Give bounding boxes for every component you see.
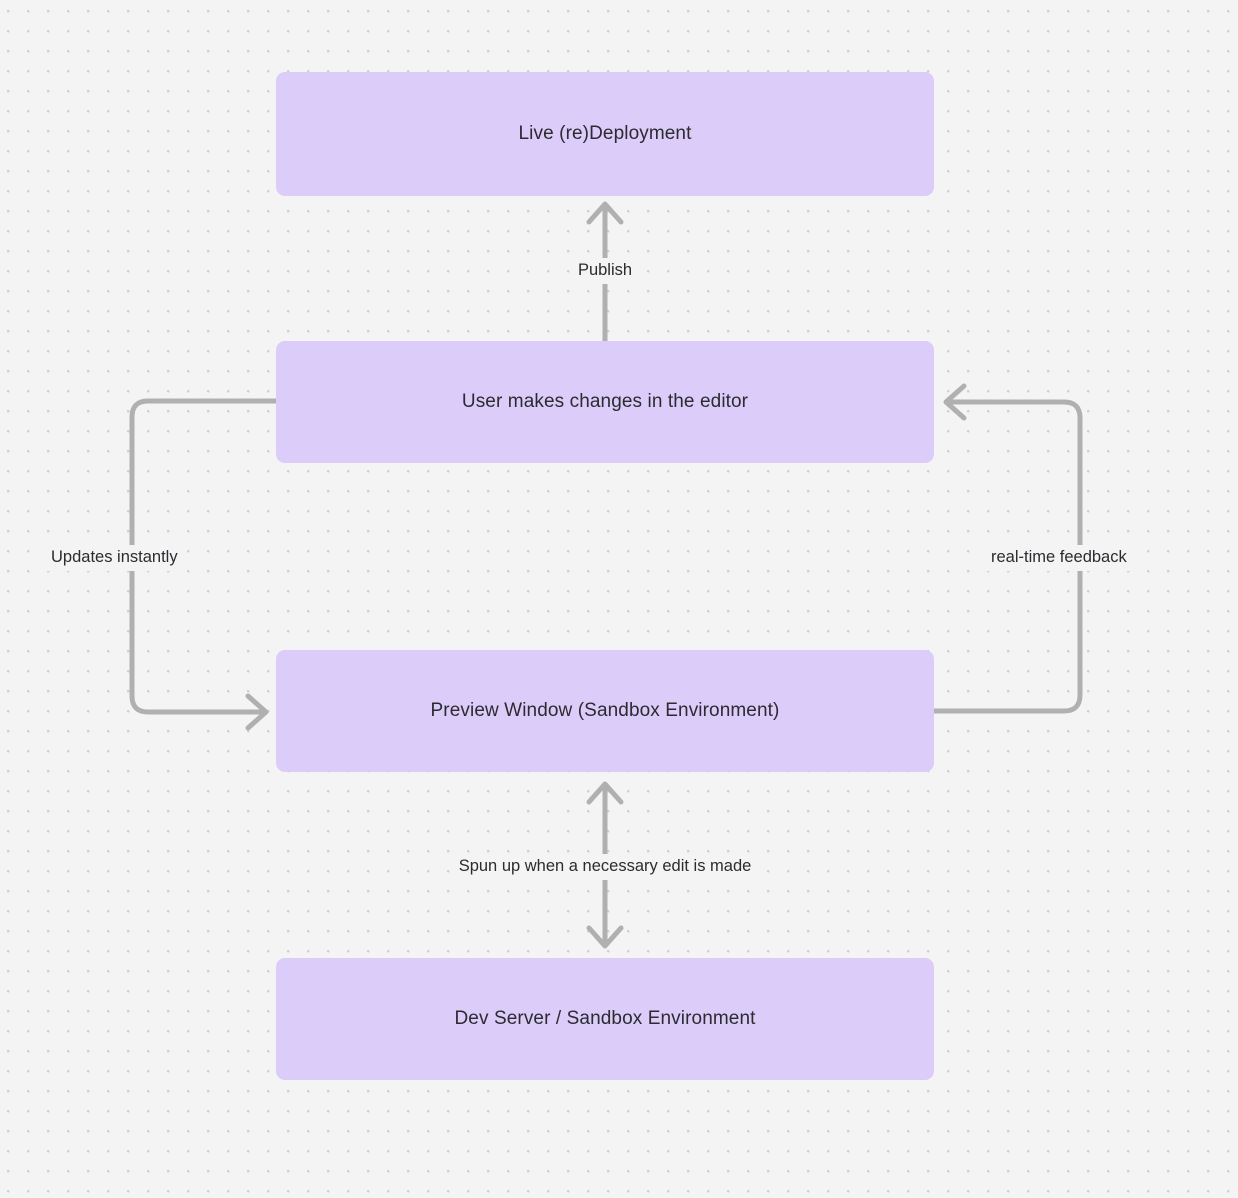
node-preview-window[interactable]: Preview Window (Sandbox Environment): [276, 650, 934, 772]
node-label: Live (re)Deployment: [518, 122, 692, 144]
edge-label-spun-up[interactable]: Spun up when a necessary edit is made: [452, 854, 758, 880]
node-dev-server[interactable]: Dev Server / Sandbox Environment: [276, 958, 934, 1080]
node-live-deployment[interactable]: Live (re)Deployment: [276, 72, 934, 196]
edge-label-real-time-feedback[interactable]: real-time feedback: [985, 545, 1133, 571]
node-label: User makes changes in the editor: [461, 390, 749, 412]
node-label: Dev Server / Sandbox Environment: [454, 1007, 756, 1029]
node-label: Preview Window (Sandbox Environment): [430, 699, 780, 721]
edge-label-publish[interactable]: Publish: [571, 258, 639, 284]
node-user-edits[interactable]: User makes changes in the editor: [276, 341, 934, 463]
edge-label-updates-instantly[interactable]: Updates instantly: [45, 545, 184, 571]
